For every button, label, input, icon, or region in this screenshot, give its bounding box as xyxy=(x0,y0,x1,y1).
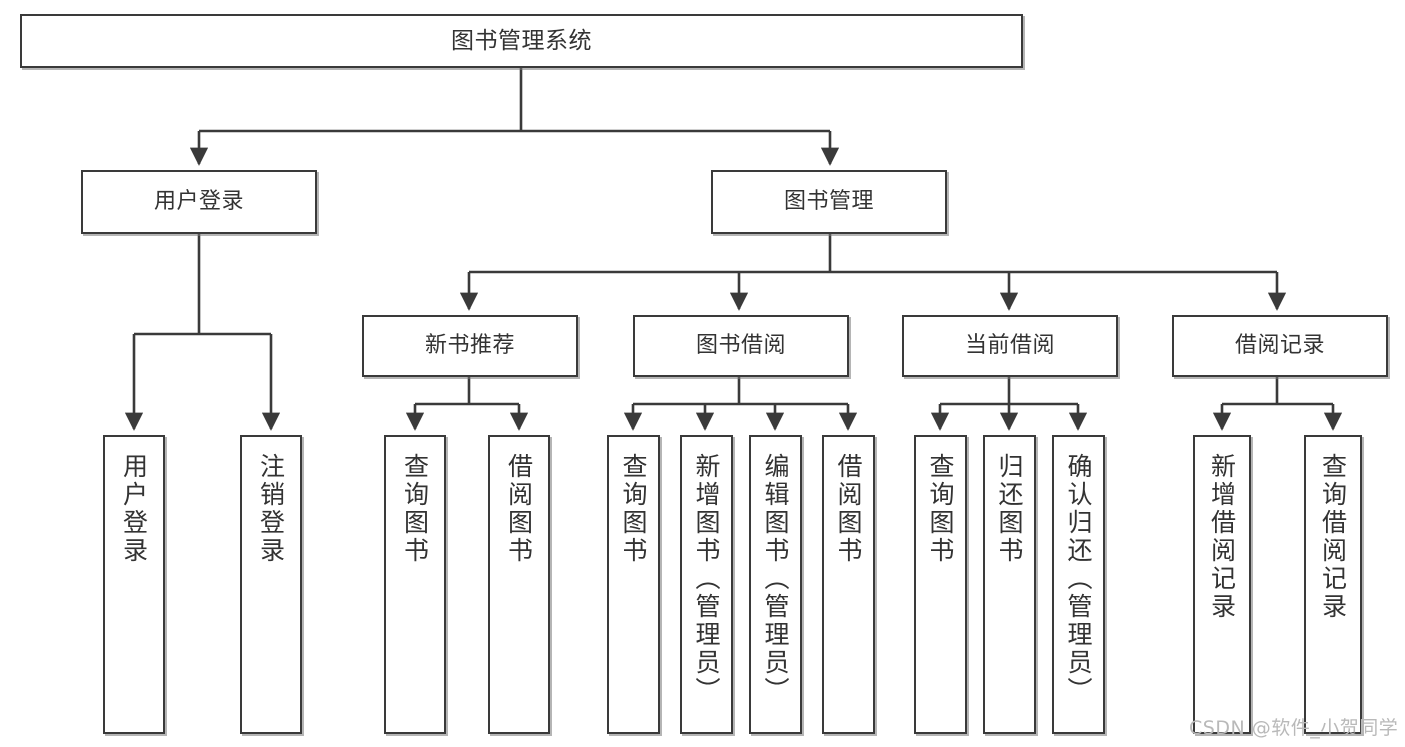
node-label: 图书管理系统 xyxy=(451,27,592,54)
node-label: 借阅图书 xyxy=(504,453,534,565)
node-label: 注销登录 xyxy=(256,453,286,565)
node-label: 归还图书 xyxy=(995,453,1024,565)
node-borrow-record[interactable]: 借阅记录 xyxy=(1172,315,1388,377)
node-user-login[interactable]: 用户登录 xyxy=(81,170,317,234)
node-label: 编辑图书（管理员） xyxy=(761,453,790,705)
leaf-new-book-query-book[interactable]: 查询图书 xyxy=(384,435,446,734)
leaf-book-borrow-borrow-book[interactable]: 借阅图书 xyxy=(822,435,875,734)
leaf-new-book-borrow-book[interactable]: 借阅图书 xyxy=(488,435,550,734)
node-label: 借阅图书 xyxy=(834,453,863,565)
leaf-borrow-record-query-record[interactable]: 查询借阅记录 xyxy=(1304,435,1362,734)
leaf-book-borrow-edit-book-admin[interactable]: 编辑图书（管理员） xyxy=(749,435,802,734)
node-book-management[interactable]: 图书管理 xyxy=(711,170,947,234)
node-label: 用户登录 xyxy=(119,453,149,565)
node-label: 借阅记录 xyxy=(1234,332,1325,358)
node-label: 当前借阅 xyxy=(964,332,1055,358)
node-label: 用户登录 xyxy=(153,188,244,214)
node-label: 查询图书 xyxy=(400,453,430,565)
node-label: 图书管理 xyxy=(783,188,874,214)
node-label: 查询图书 xyxy=(619,453,648,565)
leaf-user-login-signout[interactable]: 注销登录 xyxy=(240,435,302,734)
leaf-book-borrow-query-book[interactable]: 查询图书 xyxy=(607,435,660,734)
leaf-user-login-signin[interactable]: 用户登录 xyxy=(103,435,165,734)
node-current-borrow[interactable]: 当前借阅 xyxy=(902,315,1118,377)
leaf-current-borrow-confirm-return-admin[interactable]: 确认归还（管理员） xyxy=(1052,435,1105,734)
node-label: 确认归还（管理员） xyxy=(1064,453,1093,705)
leaf-book-borrow-add-book-admin[interactable]: 新增图书（管理员） xyxy=(680,435,733,734)
node-label: 新增借阅记录 xyxy=(1207,453,1237,621)
node-label: 新书推荐 xyxy=(424,332,515,358)
leaf-borrow-record-add-record[interactable]: 新增借阅记录 xyxy=(1193,435,1251,734)
node-new-book-recommend[interactable]: 新书推荐 xyxy=(362,315,578,377)
node-label: 查询借阅记录 xyxy=(1318,453,1348,621)
node-root-book-management-system[interactable]: 图书管理系统 xyxy=(20,14,1023,68)
watermark: CSDN @软件_小贺同学 xyxy=(1189,717,1399,739)
node-book-borrow[interactable]: 图书借阅 xyxy=(633,315,849,377)
leaf-current-borrow-return-book[interactable]: 归还图书 xyxy=(983,435,1036,734)
node-label: 查询图书 xyxy=(926,453,955,565)
node-label: 图书借阅 xyxy=(695,332,786,358)
node-label: 新增图书（管理员） xyxy=(692,453,721,705)
leaf-current-borrow-query-book[interactable]: 查询图书 xyxy=(914,435,967,734)
